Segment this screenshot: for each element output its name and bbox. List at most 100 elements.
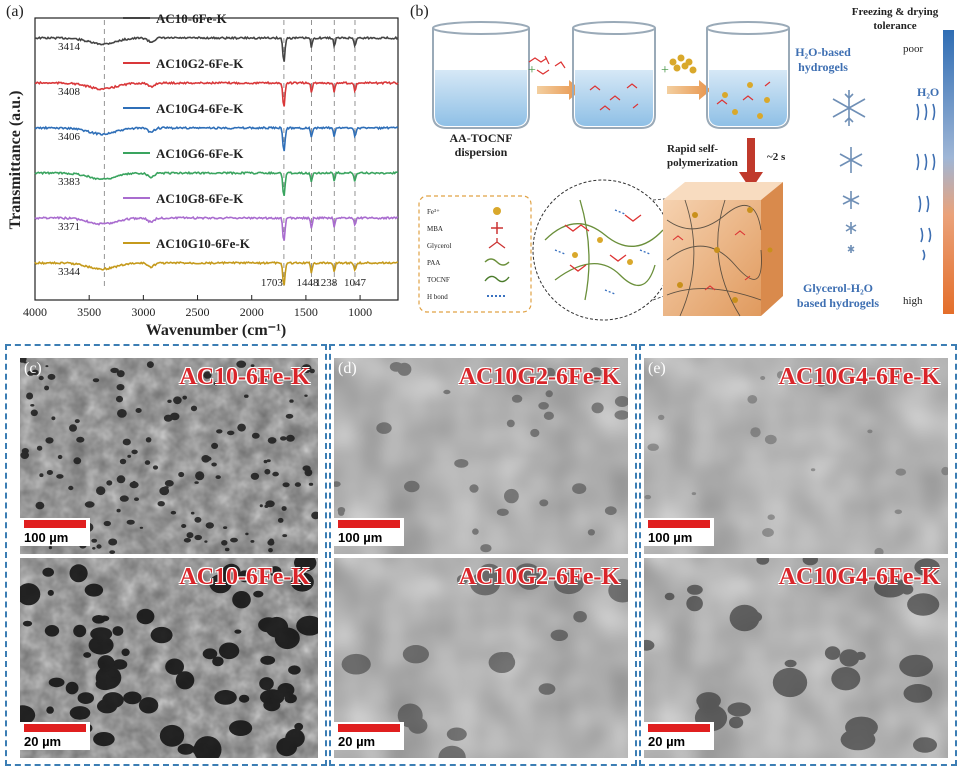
pore (760, 376, 766, 380)
pore (91, 538, 98, 543)
pore (83, 652, 92, 658)
tolerance-title-1: Freezing & drying (852, 6, 939, 18)
dispersion-label-1: AA-TOCNF (449, 131, 512, 145)
pore (73, 457, 82, 465)
ftir-chart: AC10-6Fe-K3414AC10G2-6Fe-K3408AC10G4-6Fe… (7, 11, 399, 339)
glycerol-icon (488, 238, 506, 249)
pore (234, 629, 242, 634)
pore (119, 495, 129, 502)
pore (45, 365, 49, 368)
pore (192, 743, 211, 757)
pore (831, 667, 861, 691)
pore (272, 471, 279, 477)
pore (48, 677, 65, 688)
pore (250, 540, 255, 543)
pore (511, 394, 523, 403)
pore (97, 655, 115, 672)
pore (31, 369, 39, 375)
pore (941, 466, 948, 476)
pore (26, 392, 34, 400)
pore (183, 538, 191, 543)
pore (178, 471, 185, 478)
pore (139, 526, 144, 529)
pore (238, 694, 250, 703)
pore (47, 589, 54, 596)
pore (250, 364, 255, 367)
sem-image-c-bottom: AC10-6Fe-K 20 µm (20, 558, 318, 758)
pore (167, 399, 172, 403)
pore (69, 706, 91, 720)
peak-label: 1448 (297, 277, 320, 289)
pore (194, 516, 202, 523)
pore (915, 737, 930, 751)
pore (77, 692, 94, 704)
pore (84, 583, 104, 597)
pore (213, 381, 218, 386)
pore (204, 456, 212, 461)
pore (289, 399, 294, 403)
pore (907, 593, 940, 616)
pore (284, 693, 297, 704)
arrow-icon-2 (667, 80, 711, 100)
pore (480, 544, 492, 553)
pore (190, 405, 198, 412)
down-arrow-icon (739, 138, 763, 190)
pore (281, 506, 287, 511)
pore (22, 620, 33, 627)
pore (573, 611, 587, 623)
beaker-1 (432, 21, 530, 129)
arrow-icon-1 (537, 80, 581, 100)
pore (216, 429, 223, 434)
dispersion-label-2: dispersion (455, 145, 508, 159)
pore (517, 569, 542, 590)
pore (334, 481, 341, 487)
glycerol-hydrogel-label-2: based hydrogels (797, 296, 879, 310)
pore (614, 396, 628, 407)
h2o-label: H₂O (917, 85, 939, 99)
sample-label-d-top: AC10G2-6Fe-K (458, 364, 620, 390)
h2o-hydrogel-label-2: hydrogels (798, 60, 848, 74)
pore (727, 702, 751, 717)
sem-image-d-top: (d) AC10G2-6Fe-K 100 µm (334, 358, 628, 554)
pore (251, 432, 260, 439)
series-name: AC10G2-6Fe-K (156, 56, 244, 71)
pore (127, 454, 132, 458)
pore (117, 409, 127, 418)
pore (229, 720, 253, 736)
pore (496, 508, 509, 516)
pore (376, 422, 392, 434)
pore (686, 595, 703, 612)
pore (664, 592, 675, 601)
pore (538, 402, 549, 410)
pore (767, 514, 775, 520)
panel-b-letter: (b) (410, 3, 429, 20)
x-tick-label: 3000 (131, 305, 155, 319)
pore (506, 419, 515, 428)
pore (294, 558, 317, 572)
pore (591, 402, 604, 414)
high-label: high (903, 295, 923, 307)
x-tick-label: 4000 (23, 305, 47, 319)
sem-image-e-bottom: AC10G4-6Fe-K 20 µm (644, 558, 948, 758)
pore (165, 658, 185, 675)
pore (697, 694, 720, 713)
pore (404, 480, 420, 493)
pore (163, 414, 173, 422)
pore (96, 486, 106, 496)
pore (170, 510, 177, 515)
pore (36, 445, 43, 451)
pore (802, 558, 818, 566)
pore (93, 732, 115, 747)
pore (402, 645, 429, 664)
pore (92, 615, 106, 624)
pore (145, 437, 152, 443)
peak-value-label: 3414 (58, 41, 81, 53)
pore (259, 504, 263, 508)
pore (222, 563, 241, 581)
pore (119, 458, 127, 465)
pore (38, 375, 44, 381)
pore (308, 482, 314, 486)
scale-bar-c-top: 100 µm (20, 518, 90, 546)
pore (644, 494, 652, 500)
pore (238, 570, 252, 583)
